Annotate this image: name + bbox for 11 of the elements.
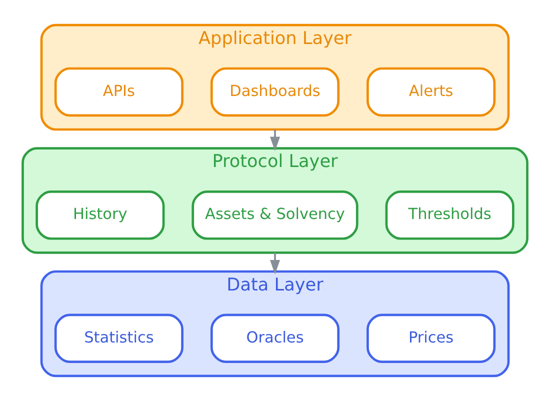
arrow xyxy=(270,252,280,274)
node-box: Statistics xyxy=(54,313,184,363)
node-box: Prices xyxy=(366,313,496,363)
node-box: History xyxy=(36,190,165,240)
node-box: Thresholds xyxy=(385,190,514,240)
node-box: APIs xyxy=(54,66,184,116)
arrow xyxy=(270,129,280,151)
node-box: Assets & Solvency xyxy=(192,190,358,240)
node-box: Dashboards xyxy=(210,66,340,116)
node-box: Oracles xyxy=(210,313,340,363)
node-box: Alerts xyxy=(366,66,496,116)
